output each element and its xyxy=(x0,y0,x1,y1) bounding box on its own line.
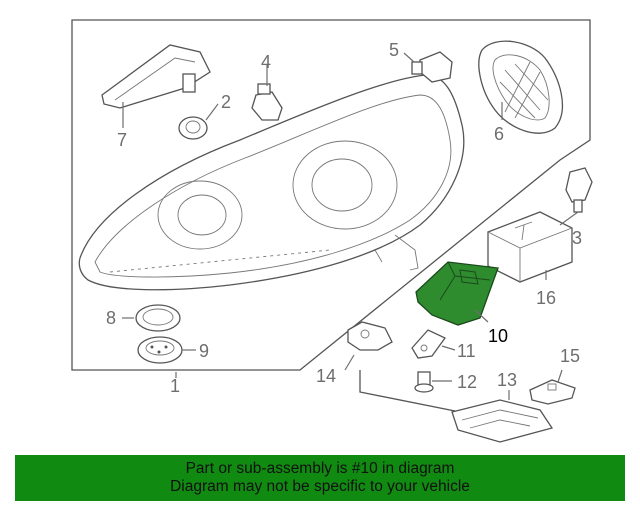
part-4-bulb xyxy=(251,83,283,121)
callout-1: 1 xyxy=(170,376,180,396)
callout-8: 8 xyxy=(106,308,116,328)
part-7-bracket xyxy=(101,44,211,109)
part-15-connector xyxy=(529,379,576,405)
info-banner: Part or sub-assembly is #10 in diagram D… xyxy=(15,455,625,501)
part-16-box xyxy=(487,211,573,283)
part-11-clip xyxy=(411,329,446,359)
callout-4: 4 xyxy=(261,52,271,72)
part-14-bracket xyxy=(347,321,393,351)
callout-5: 5 xyxy=(389,40,399,60)
banner-line-1: Part or sub-assembly is #10 in diagram xyxy=(185,460,455,477)
callout-13: 13 xyxy=(497,370,517,390)
part-2-grommet xyxy=(178,116,208,140)
part-5-bulb xyxy=(411,51,453,83)
headlamp-assembly xyxy=(78,74,465,291)
callout-15: 15 xyxy=(560,346,580,366)
part-10-module xyxy=(415,261,499,326)
parts-diagram: 1 2 3 4 5 6 7 8 9 10 11 12 13 14 15 16 xyxy=(71,19,593,443)
callout-12: 12 xyxy=(457,372,477,392)
callout-14: 14 xyxy=(316,366,336,386)
part-3-bulb xyxy=(565,167,593,213)
callout-9: 9 xyxy=(199,341,209,361)
part-9-cap xyxy=(137,336,183,364)
callout-6: 6 xyxy=(494,124,504,144)
callout-labels: 1 2 3 4 5 6 7 8 9 10 11 12 13 14 15 16 xyxy=(106,40,582,396)
part-12-bolt xyxy=(414,371,434,393)
part-8-filter xyxy=(135,304,181,332)
part-6-cover xyxy=(478,40,563,134)
callout-3: 3 xyxy=(572,228,582,248)
callout-10: 10 xyxy=(488,326,508,346)
leader-lines xyxy=(122,52,579,400)
callout-7: 7 xyxy=(117,130,127,150)
part-13-harness xyxy=(359,370,554,443)
callout-11: 11 xyxy=(457,341,476,361)
banner-line-2: Diagram may not be specific to your vehi… xyxy=(170,478,470,495)
callout-2: 2 xyxy=(221,92,231,112)
callout-16: 16 xyxy=(536,288,556,308)
assembly-frame xyxy=(71,19,591,371)
